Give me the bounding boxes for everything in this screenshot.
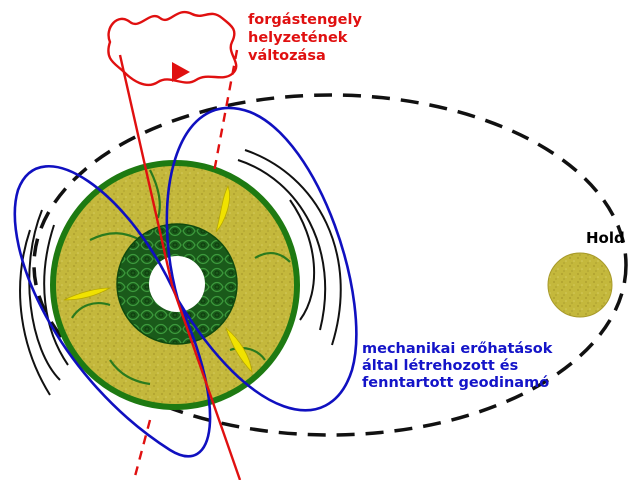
moon: [547, 252, 613, 318]
axis-change-label: forgástengely helyzetének változása: [248, 12, 367, 64]
inner-core: [149, 256, 205, 312]
field-arcs-left: [19, 209, 69, 396]
moon-label: Hold: [586, 229, 625, 247]
moon-orbit: [32, 93, 628, 437]
magnetic-field-loops: [13, 106, 358, 458]
mantle-flow-lines: [71, 169, 291, 386]
geodynamo-label: mechanikai erőhatások által létrehozott …: [362, 341, 557, 391]
field-arcs-right: [237, 149, 342, 346]
rotation-axis: [118, 49, 242, 480]
yellow-markers: [63, 184, 253, 374]
precession-path: [107, 11, 238, 87]
precession-arrow-icon: [172, 62, 190, 82]
